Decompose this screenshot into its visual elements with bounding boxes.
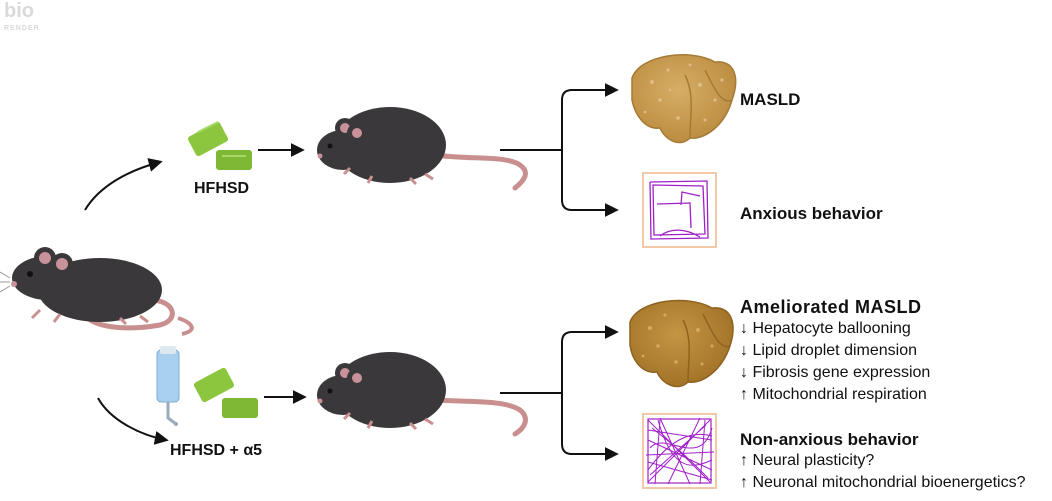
masld-item-text: Hepatocyte ballooning: [752, 320, 911, 337]
bracket-bottom: [561, 331, 614, 455]
masld-item: ↑ Mitochondrial respiration: [740, 384, 930, 406]
bottom-pellets: [194, 367, 258, 418]
masld-item-text: Lipid droplet dimension: [752, 342, 917, 359]
top-outcome-anxious: Anxious behavior: [740, 204, 883, 223]
arrow-start-to-bottom: [97, 397, 169, 445]
up-arrow-icon: ↑: [740, 452, 748, 469]
ameliorated-masld-block: Ameliorated MASLD ↓ Hepatocyte balloonin…: [740, 297, 930, 406]
up-arrow-icon: ↑: [740, 474, 748, 491]
down-arrow-icon: ↓: [740, 364, 748, 381]
top-pellets: [188, 121, 252, 170]
arrow-start-to-top: [84, 158, 163, 211]
bottom-mouse: [317, 352, 528, 437]
bottom-maze: [642, 413, 717, 489]
down-arrow-icon: ↓: [740, 342, 748, 359]
top-liver: [631, 54, 737, 144]
bottom-liver: [629, 299, 734, 388]
non-anxious-title: Non-anxious behavior: [740, 430, 919, 449]
watermark-logo: bio RENDER: [4, 0, 40, 38]
top-diet-label: HFHSD: [194, 180, 250, 197]
masld-item: ↓ Hepatocyte ballooning: [740, 318, 930, 340]
top-maze: [642, 172, 717, 248]
down-arrow-icon: ↓: [740, 320, 748, 337]
masld-item: ↓ Fibrosis gene expression: [740, 362, 930, 384]
watermark-line2: RENDER: [4, 25, 40, 32]
start-mouse: [0, 247, 194, 336]
non-anxious-block: Non-anxious behavior ↑ Neural plasticity…: [740, 430, 1026, 494]
behavior-item: ↑ Neural plasticity?: [740, 450, 1026, 472]
up-arrow-icon: ↑: [740, 386, 748, 403]
bottom-bottle: [156, 346, 180, 426]
masld-item: ↓ Lipid droplet dimension: [740, 340, 930, 362]
behavior-item: ↑ Neuronal mitochondrial bioenergetics?: [740, 472, 1026, 494]
bracket-top: [561, 89, 614, 211]
behavior-item-text: Neural plasticity?: [752, 452, 875, 469]
masld-item-text: Fibrosis gene expression: [752, 364, 931, 381]
masld-item-text: Mitochondrial respiration: [752, 386, 927, 403]
top-outcome-masld: MASLD: [740, 90, 801, 109]
ameliorated-masld-title: Ameliorated MASLD: [740, 297, 922, 317]
behavior-item-text: Neuronal mitochondrial bioenergetics?: [752, 474, 1026, 491]
watermark-line1: bio: [4, 0, 34, 22]
top-mouse: [317, 107, 528, 191]
bottom-diet-label: HFHSD + α5: [170, 442, 263, 459]
